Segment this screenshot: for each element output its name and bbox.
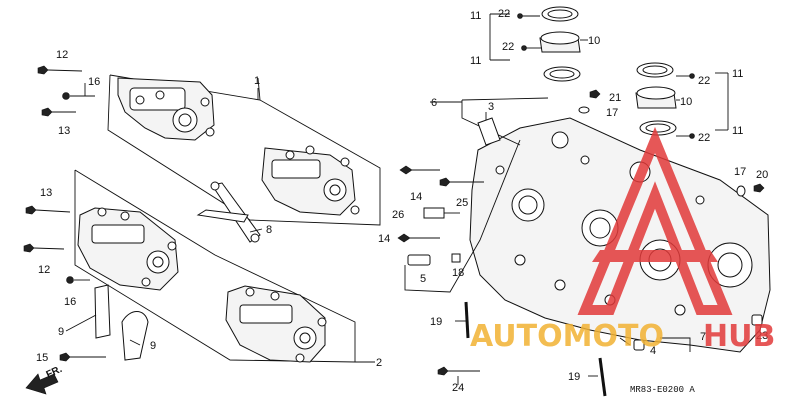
callout-11c: 11 bbox=[732, 68, 743, 80]
callout-6: 6 bbox=[431, 97, 437, 109]
callout-5: 5 bbox=[420, 273, 426, 285]
callout-10a: 10 bbox=[588, 35, 600, 47]
direction-arrow: FR. bbox=[25, 364, 64, 395]
callout-19b: 19 bbox=[568, 371, 580, 383]
cam-holder-lower-left bbox=[77, 207, 179, 291]
washer-17-b bbox=[736, 185, 746, 197]
callout-19a: 19 bbox=[430, 316, 442, 328]
callout-13b: 13 bbox=[40, 187, 52, 199]
bolt-16-top bbox=[62, 92, 95, 100]
bolt-12-top bbox=[37, 65, 83, 75]
bolt-21 bbox=[589, 89, 601, 99]
bolt-12-mid bbox=[23, 243, 65, 253]
diagram-code: MR83-E0200 A bbox=[630, 385, 695, 395]
callout-24: 24 bbox=[452, 382, 464, 394]
gasket-9-left bbox=[94, 284, 111, 339]
callout-11b: 11 bbox=[470, 55, 481, 67]
clamp-11-b bbox=[543, 66, 581, 82]
plug-26 bbox=[423, 207, 460, 219]
bolt-24 bbox=[437, 366, 480, 376]
callout-22c: 22 bbox=[698, 75, 710, 87]
callout-7: 7 bbox=[700, 331, 706, 343]
dowel-5 bbox=[407, 254, 431, 266]
callout-16a: 16 bbox=[88, 76, 100, 88]
bolt-25 bbox=[439, 177, 484, 187]
insulator-10-a bbox=[539, 31, 581, 53]
cam-holder-upper-left bbox=[117, 77, 215, 141]
callout-14b: 14 bbox=[378, 233, 390, 245]
dowel-18 bbox=[451, 253, 461, 263]
callout-11a: 11 bbox=[470, 10, 481, 22]
screws-22 bbox=[517, 13, 695, 139]
callout-22b: 22 bbox=[502, 41, 514, 53]
gasket-9-right bbox=[121, 311, 149, 361]
bolt-16-mid bbox=[66, 276, 90, 284]
callout-25: 25 bbox=[456, 197, 468, 209]
callout-2: 2 bbox=[376, 357, 382, 369]
callout-23: 23 bbox=[756, 330, 768, 342]
watermark: AUTOMOTO HUB bbox=[470, 126, 775, 354]
bolt-15 bbox=[59, 352, 106, 362]
callout-14a: 14 bbox=[410, 191, 422, 203]
washer-17-a bbox=[578, 106, 590, 114]
cap-23 bbox=[751, 314, 763, 326]
bolt-13-top bbox=[41, 107, 76, 117]
callout-8: 8 bbox=[266, 224, 272, 236]
watermark-text-a: AUTOMOTO bbox=[470, 319, 664, 354]
callout-11d: 11 bbox=[732, 125, 743, 137]
leader-lines bbox=[65, 13, 729, 385]
group-frame-1 bbox=[107, 74, 381, 226]
callout-3: 3 bbox=[488, 101, 494, 113]
callout-12a: 12 bbox=[56, 49, 68, 61]
cam-holder-lower-middle bbox=[225, 285, 327, 363]
callout-21: 21 bbox=[609, 92, 621, 104]
callout-1: 1 bbox=[254, 75, 260, 87]
group-frame-6 bbox=[404, 97, 691, 352]
bolt-14-top bbox=[399, 165, 440, 175]
bolt-13-mid bbox=[25, 205, 71, 215]
stud-19-right bbox=[598, 357, 607, 397]
callout-18: 18 bbox=[452, 267, 464, 279]
callout-22a: 22 bbox=[498, 8, 510, 20]
callout-22d: 22 bbox=[698, 132, 710, 144]
cap-4 bbox=[633, 339, 645, 351]
watermark-logo-mark bbox=[577, 126, 733, 315]
callout-16b: 16 bbox=[64, 296, 76, 308]
link-plate-8 bbox=[196, 181, 261, 243]
watermark-text-b: HUB bbox=[703, 319, 775, 354]
callout-10b: 10 bbox=[680, 96, 692, 108]
callout-9b: 9 bbox=[150, 340, 156, 352]
callout-17a: 17 bbox=[606, 107, 618, 119]
callout-4: 4 bbox=[650, 345, 656, 357]
callout-15: 15 bbox=[36, 352, 48, 364]
clamp-11-c bbox=[636, 62, 674, 78]
bolt-20 bbox=[753, 183, 765, 193]
bolt-14-mid bbox=[397, 233, 440, 243]
callout-26: 26 bbox=[392, 209, 404, 221]
stud-19-left bbox=[464, 301, 470, 339]
clamp-11-d bbox=[639, 120, 677, 136]
cam-holder-middle bbox=[261, 145, 360, 216]
callout-9a: 9 bbox=[58, 326, 64, 338]
callout-12b: 12 bbox=[38, 264, 50, 276]
insulator-10-b bbox=[635, 86, 677, 109]
direction-label: FR. bbox=[45, 364, 64, 381]
callout-20: 20 bbox=[756, 169, 768, 181]
callout-labels: 1 2 3 4 5 6 7 8 9 9 10 10 11 11 11 11 12… bbox=[36, 8, 768, 394]
pin-3 bbox=[477, 117, 501, 146]
callout-13a: 13 bbox=[58, 125, 70, 137]
callout-17b: 17 bbox=[734, 166, 746, 178]
clamp-11-a bbox=[541, 6, 579, 22]
